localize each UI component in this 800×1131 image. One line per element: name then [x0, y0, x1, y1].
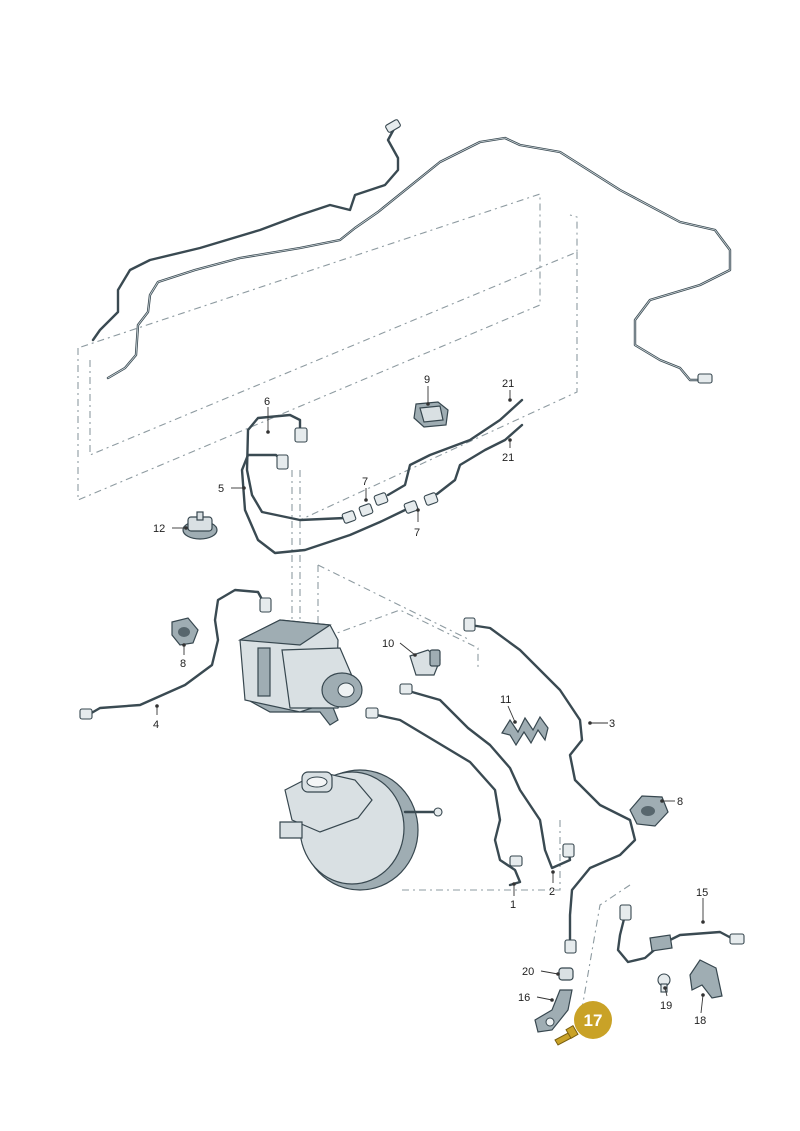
part-12-bracket — [182, 511, 218, 540]
callout-8-left[interactable]: 8 — [180, 658, 186, 670]
callout-16[interactable]: 16 — [518, 992, 530, 1004]
callout-2[interactable]: 2 — [549, 886, 555, 898]
callout-7-upper[interactable]: 7 — [362, 476, 368, 488]
part-10-connector — [409, 649, 441, 676]
lines-1-2-3 — [365, 617, 637, 954]
callout-9[interactable]: 9 — [424, 374, 430, 386]
callout-1[interactable]: 1 — [510, 899, 516, 911]
callout-20[interactable]: 20 — [522, 966, 534, 978]
callout-12[interactable]: 12 — [153, 523, 165, 535]
callout-11[interactable]: 11 — [500, 694, 511, 706]
callout-5[interactable]: 5 — [218, 483, 224, 495]
callout-21-upper[interactable]: 21 — [502, 378, 514, 390]
upper-brake-lines — [91, 119, 732, 384]
highlight-badge-17[interactable]: 17 — [574, 1001, 612, 1039]
callout-21-lower[interactable]: 21 — [502, 452, 514, 464]
part-9-clip — [413, 401, 449, 428]
callout-3[interactable]: 3 — [609, 718, 615, 730]
callout-6[interactable]: 6 — [264, 396, 270, 408]
callout-10[interactable]: 10 — [382, 638, 394, 650]
reference-frames — [77, 193, 631, 1021]
lines-5-6-7 — [240, 398, 524, 555]
callout-15[interactable]: 15 — [696, 887, 708, 899]
callout-leaders — [155, 386, 705, 1014]
callout-18[interactable]: 18 — [694, 1015, 706, 1027]
abs-hydraulic-unit — [237, 619, 363, 726]
part-18-bracket — [689, 959, 723, 999]
part-16-bracket — [534, 989, 573, 1033]
callout-4[interactable]: 4 — [153, 719, 159, 731]
brake-booster — [279, 769, 443, 891]
callout-17: 17 — [584, 1011, 603, 1030]
callout-19[interactable]: 19 — [660, 1000, 672, 1012]
line-4 — [79, 588, 272, 720]
part-8-grommets — [171, 617, 669, 827]
callout-8-right[interactable]: 8 — [677, 796, 683, 808]
callout-labels: 6 5 7 7 9 21 21 12 8 4 10 11 3 8 1 2 15 … — [153, 374, 708, 1027]
part-20-clip — [558, 967, 574, 981]
part-17-bolt — [554, 1024, 579, 1046]
callout-7-lower[interactable]: 7 — [414, 527, 420, 539]
part-11-clip — [501, 715, 549, 747]
line-15 — [616, 904, 745, 964]
